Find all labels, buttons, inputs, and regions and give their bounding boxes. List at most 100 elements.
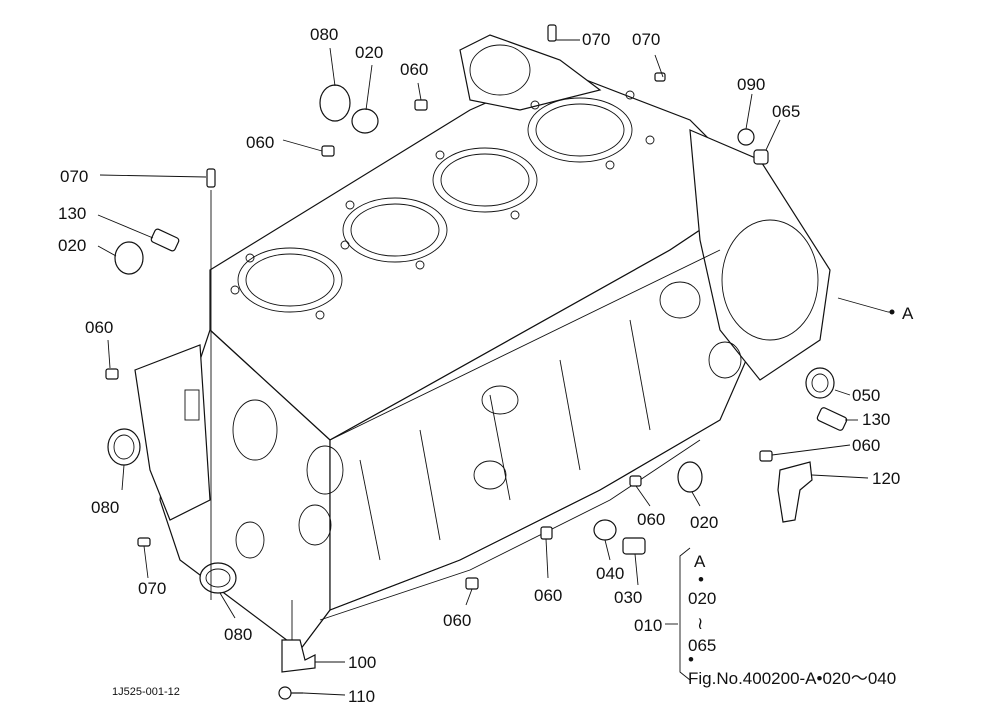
label-080-bottom: 080 bbox=[224, 625, 252, 644]
label-040: 040 bbox=[596, 564, 624, 583]
pipe-120 bbox=[777, 461, 813, 523]
plug-060-b bbox=[321, 145, 335, 157]
cylinder-bore-1 bbox=[237, 247, 343, 313]
drawing-id: 1J525-001-12 bbox=[112, 686, 180, 698]
plug-020-top bbox=[351, 108, 379, 134]
label-065: 065 bbox=[772, 102, 800, 121]
side-boss-2 bbox=[473, 460, 507, 490]
pin-070-b bbox=[654, 72, 666, 82]
plate-slot bbox=[184, 389, 200, 421]
side-boss-3 bbox=[659, 281, 701, 319]
bottom-flange-2 bbox=[319, 439, 701, 621]
kit-note-fig-ref: Fig.No.400200-A•020～040 bbox=[688, 669, 896, 688]
bottom-flange bbox=[299, 419, 721, 651]
bolt-110-head bbox=[278, 686, 292, 700]
label-030: 030 bbox=[614, 588, 642, 607]
cylinder-bore-3 bbox=[432, 147, 538, 213]
part-065 bbox=[753, 149, 769, 165]
label-060-right: 060 bbox=[852, 436, 880, 455]
label-020-right: 020 bbox=[690, 513, 718, 532]
kit-note-from: 020 bbox=[688, 589, 716, 608]
label-060-e: 060 bbox=[534, 586, 562, 605]
label-130-right: 130 bbox=[862, 410, 890, 429]
label-100: 100 bbox=[348, 653, 376, 672]
label-070-c: 070 bbox=[60, 167, 88, 186]
label-060-top: 060 bbox=[400, 60, 428, 79]
pin-070-c bbox=[206, 168, 216, 188]
part-labels: 080 020 060 070 070 090 065 060 070 130 … bbox=[58, 25, 914, 706]
part-090 bbox=[737, 128, 755, 146]
front-opening-4 bbox=[235, 521, 265, 559]
kit-note-to: 065 bbox=[688, 636, 716, 655]
washer-040 bbox=[593, 519, 617, 541]
cylinder-bore-3-inner bbox=[440, 153, 530, 207]
label-060-b: 060 bbox=[246, 133, 274, 152]
plug-030 bbox=[622, 537, 646, 555]
head-bolt-holes bbox=[230, 90, 655, 320]
leader-lines bbox=[97, 39, 892, 696]
cylinder-bore-4 bbox=[527, 97, 633, 163]
kit-note-tilde: ≀ bbox=[697, 614, 703, 633]
label-080-top: 080 bbox=[310, 25, 338, 44]
label-060-left: 060 bbox=[85, 318, 113, 337]
front-opening-2 bbox=[306, 445, 344, 495]
fitting-130-right bbox=[816, 407, 848, 431]
ring-080-left bbox=[107, 428, 141, 466]
reference-a-dot bbox=[889, 309, 895, 315]
fitting-130-left bbox=[150, 228, 180, 252]
side-ribs bbox=[329, 249, 721, 561]
plug-020-right bbox=[677, 461, 703, 493]
side-boss-1 bbox=[481, 385, 519, 415]
bracket-100 bbox=[281, 639, 316, 673]
label-020-top: 020 bbox=[355, 43, 383, 62]
label-130-left: 130 bbox=[58, 204, 86, 223]
front-plate bbox=[134, 344, 211, 521]
kit-note-dot-1: • bbox=[698, 570, 704, 589]
small-parts bbox=[105, 24, 848, 700]
front-opening-3 bbox=[298, 504, 332, 546]
front-opening-1 bbox=[232, 399, 278, 461]
label-070-top-a: 070 bbox=[582, 30, 610, 49]
label-050: 050 bbox=[852, 386, 880, 405]
label-090: 090 bbox=[737, 75, 765, 94]
label-080-left: 080 bbox=[91, 498, 119, 517]
plug-020-left bbox=[114, 241, 144, 275]
label-070-d: 070 bbox=[138, 579, 166, 598]
flange-bore bbox=[469, 44, 531, 96]
label-060-f: 060 bbox=[443, 611, 471, 630]
ring-080-bottom-inner bbox=[205, 568, 231, 588]
rear-bore bbox=[721, 219, 819, 341]
ring-050-inner bbox=[811, 373, 829, 393]
plug-060-e bbox=[540, 526, 553, 540]
kit-note-a: A bbox=[694, 552, 706, 571]
label-020-left: 020 bbox=[58, 236, 86, 255]
plug-060-left bbox=[105, 368, 119, 380]
kit-bracket bbox=[679, 547, 691, 681]
plug-060-a bbox=[414, 99, 428, 111]
cylinder-bore-2 bbox=[342, 197, 448, 263]
side-boss-4 bbox=[708, 341, 742, 379]
label-060-d: 060 bbox=[637, 510, 665, 529]
ring-080-left-inner bbox=[113, 434, 135, 460]
plug-060-d bbox=[629, 475, 642, 487]
label-110: 110 bbox=[348, 687, 375, 706]
cylinder-bore-4-inner bbox=[535, 103, 625, 157]
kit-note-dot-2: • bbox=[688, 650, 694, 669]
cylinder-bore-1-inner bbox=[245, 253, 335, 307]
ring-050 bbox=[805, 367, 835, 399]
label-010: 010 bbox=[634, 616, 662, 635]
label-070-top-b: 070 bbox=[632, 30, 660, 49]
plug-060-f bbox=[465, 577, 479, 590]
label-reference-a: A bbox=[902, 304, 914, 323]
rear-housing bbox=[689, 129, 831, 381]
kit-note: A • 020 ≀ 065 • Fig.No.400200-A•020～040 bbox=[688, 552, 896, 688]
cylinder-bore-2-inner bbox=[350, 203, 440, 257]
plug-060-right bbox=[759, 450, 773, 462]
ring-080-bottom bbox=[199, 562, 237, 594]
pin-070-a bbox=[547, 24, 557, 42]
label-120: 120 bbox=[872, 469, 900, 488]
crankcase-body bbox=[134, 34, 831, 651]
cap-080-top bbox=[319, 84, 351, 122]
pin-070-d bbox=[137, 537, 151, 547]
